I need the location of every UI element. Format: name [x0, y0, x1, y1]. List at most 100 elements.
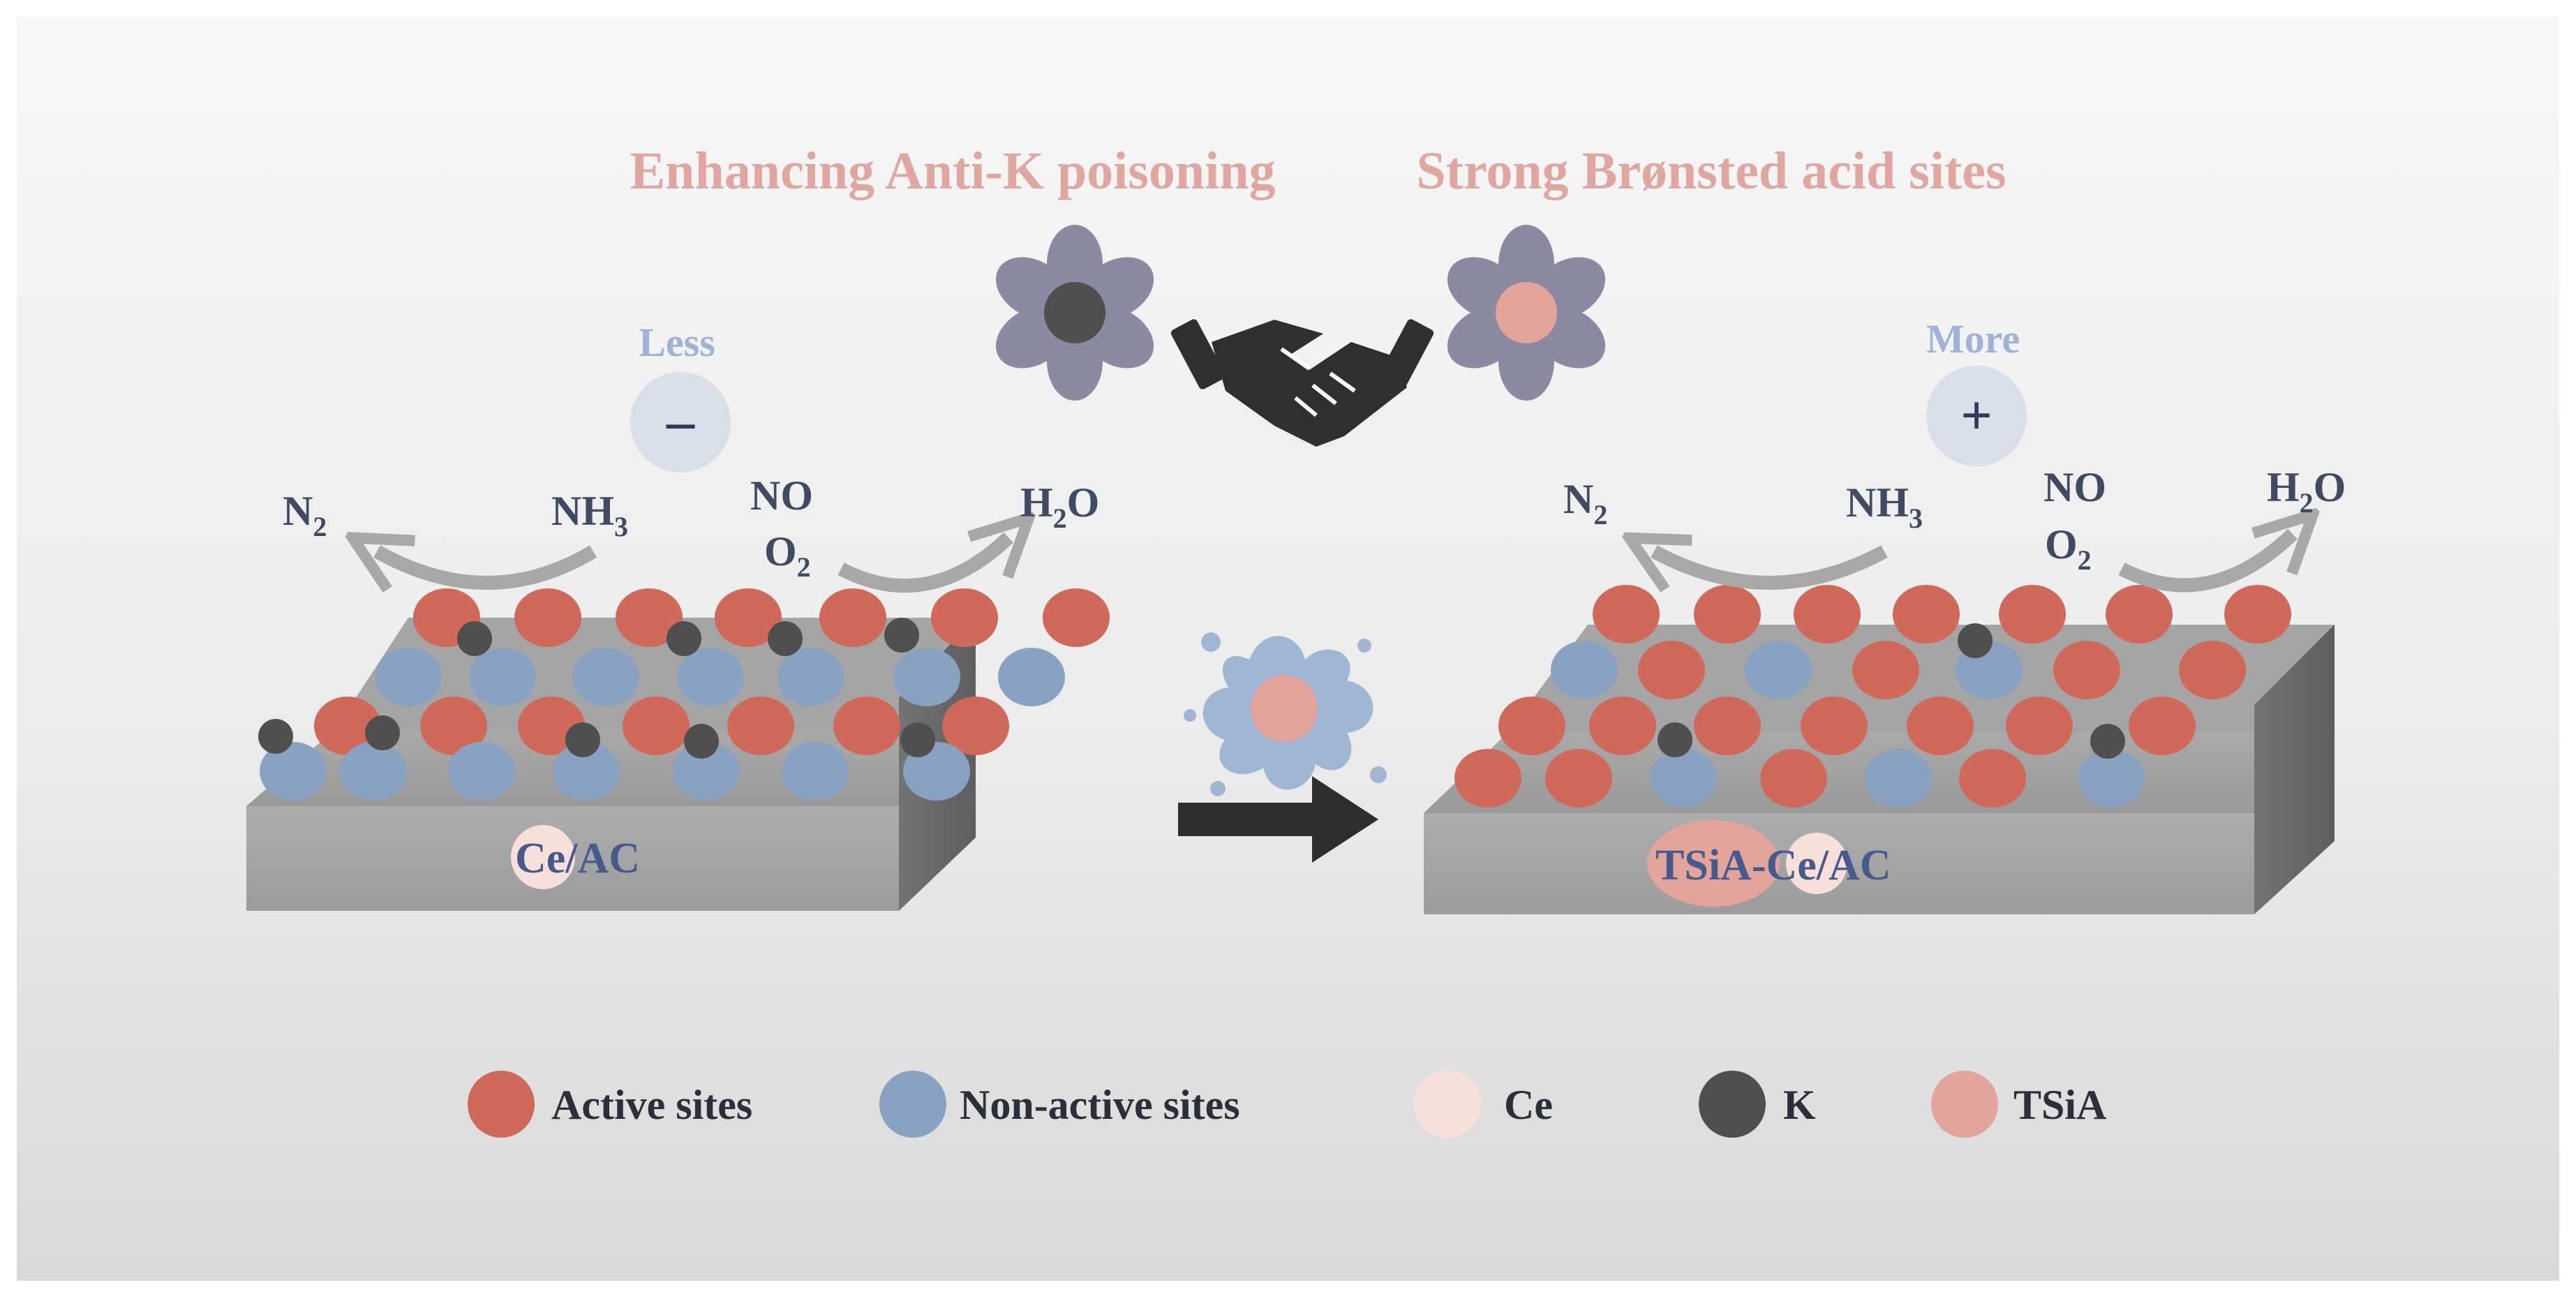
active-site	[1794, 585, 1861, 644]
non-active-site	[375, 648, 442, 706]
active-site	[1852, 641, 1919, 699]
active-site	[1043, 588, 1110, 647]
level-label-more: More	[1926, 316, 2020, 362]
left-reactant-nh3: NH3	[551, 488, 628, 542]
k-particle	[768, 621, 803, 656]
non-active-site	[1551, 641, 1618, 699]
k-particle	[457, 621, 492, 656]
active-site	[715, 588, 782, 647]
right-surface-particles	[1454, 585, 2291, 808]
non-active-site	[2078, 749, 2145, 808]
non-active-site	[998, 648, 1065, 706]
active-site	[1694, 697, 1761, 755]
legend: Active sites Non-active sites Ce K TSiA	[468, 1071, 2106, 1138]
right-reactant-o2: O2	[2045, 521, 2092, 576]
left-ce-marker	[511, 825, 575, 889]
active-site	[2129, 697, 2196, 755]
legend-swatch-ce	[1414, 1071, 1481, 1138]
non-active-site	[553, 742, 620, 801]
left-catalyst-label: Ce/AC	[515, 835, 640, 882]
active-site	[314, 697, 381, 755]
left-arrow-no-h2o	[837, 537, 1008, 593]
legend-swatch-non-active	[879, 1071, 946, 1138]
heading-right: Strong Brønsted acid sites	[1416, 142, 2006, 200]
active-site	[942, 697, 1009, 755]
active-site	[1638, 641, 1705, 699]
legend-label-non-active: Non-active sites	[960, 1082, 1240, 1128]
non-active-site	[448, 742, 515, 801]
k-particle	[565, 722, 600, 757]
k-particle	[684, 724, 719, 759]
right-arrow-nh3-n2	[1654, 551, 1888, 583]
left-product-h2o: H2O	[1020, 479, 1099, 534]
active-site	[833, 697, 900, 755]
splash-icon	[1184, 632, 1387, 796]
active-site	[616, 588, 683, 647]
active-site	[2224, 585, 2291, 644]
legend-swatch-k	[1699, 1071, 1766, 1138]
active-site	[1999, 585, 2066, 644]
k-particle	[258, 719, 293, 754]
right-product-h2o: H2O	[2267, 464, 2346, 519]
k-particle	[2090, 724, 2125, 759]
flower-k-icon	[995, 225, 1154, 401]
legend-label-active: Active sites	[551, 1082, 752, 1128]
active-site	[1801, 697, 1868, 755]
active-site	[623, 697, 690, 755]
left-reactant-o2: O2	[764, 528, 811, 583]
left-arrow-nh3-n2	[377, 551, 597, 583]
non-active-site	[260, 742, 327, 801]
minus-badge	[630, 372, 731, 473]
right-ce-marker	[1786, 833, 1847, 894]
non-active-site	[893, 648, 960, 706]
active-site	[2053, 641, 2120, 699]
active-site	[1454, 749, 1521, 808]
k-particle	[900, 722, 935, 757]
active-site	[2006, 697, 2073, 755]
k-particle	[1658, 722, 1692, 757]
legend-swatch-tsia	[1931, 1071, 1998, 1138]
arrow-right-icon	[1178, 776, 1378, 863]
plus-sign: +	[1960, 385, 1993, 447]
active-site	[931, 588, 998, 647]
level-label-less: Less	[639, 320, 715, 365]
non-active-site	[469, 648, 536, 706]
legend-label-tsia: TSiA	[2013, 1082, 2106, 1128]
left-surface-particles	[258, 588, 1110, 801]
non-active-site	[1745, 641, 1812, 699]
non-active-site	[777, 648, 844, 706]
active-site	[1593, 585, 1660, 644]
plus-badge	[1926, 366, 2027, 466]
active-site	[1959, 749, 2026, 808]
non-active-site	[340, 742, 407, 801]
active-site	[727, 697, 794, 755]
right-catalyst-label: TSiA-Ce/AC	[1655, 842, 1891, 889]
active-site	[1498, 697, 1565, 755]
minus-sign: –	[666, 391, 695, 452]
right-tsia-marker	[1647, 820, 1780, 907]
active-site	[2106, 585, 2173, 644]
k-particle	[365, 715, 400, 750]
active-site	[420, 697, 487, 755]
heading-left: Enhancing Anti-K poisoning	[630, 142, 1275, 200]
non-active-site	[677, 648, 744, 706]
non-active-site	[1865, 749, 1932, 808]
left-product-n2: N2	[283, 488, 327, 542]
right-product-n2: N2	[1563, 476, 1607, 530]
k-particle	[1958, 623, 1993, 658]
right-arrow-no-h2o	[2118, 534, 2293, 593]
active-site	[1760, 749, 1827, 808]
legend-label-ce: Ce	[1504, 1082, 1553, 1128]
active-site	[2179, 641, 2246, 699]
non-active-site	[673, 742, 740, 801]
active-site	[1694, 585, 1761, 644]
non-active-site	[572, 648, 639, 706]
active-site	[1545, 749, 1612, 808]
non-active-site	[782, 742, 849, 801]
active-site	[819, 588, 886, 647]
active-site	[1589, 697, 1656, 755]
right-reactant-nh3: NH3	[1846, 479, 1923, 534]
active-site	[1893, 585, 1960, 644]
